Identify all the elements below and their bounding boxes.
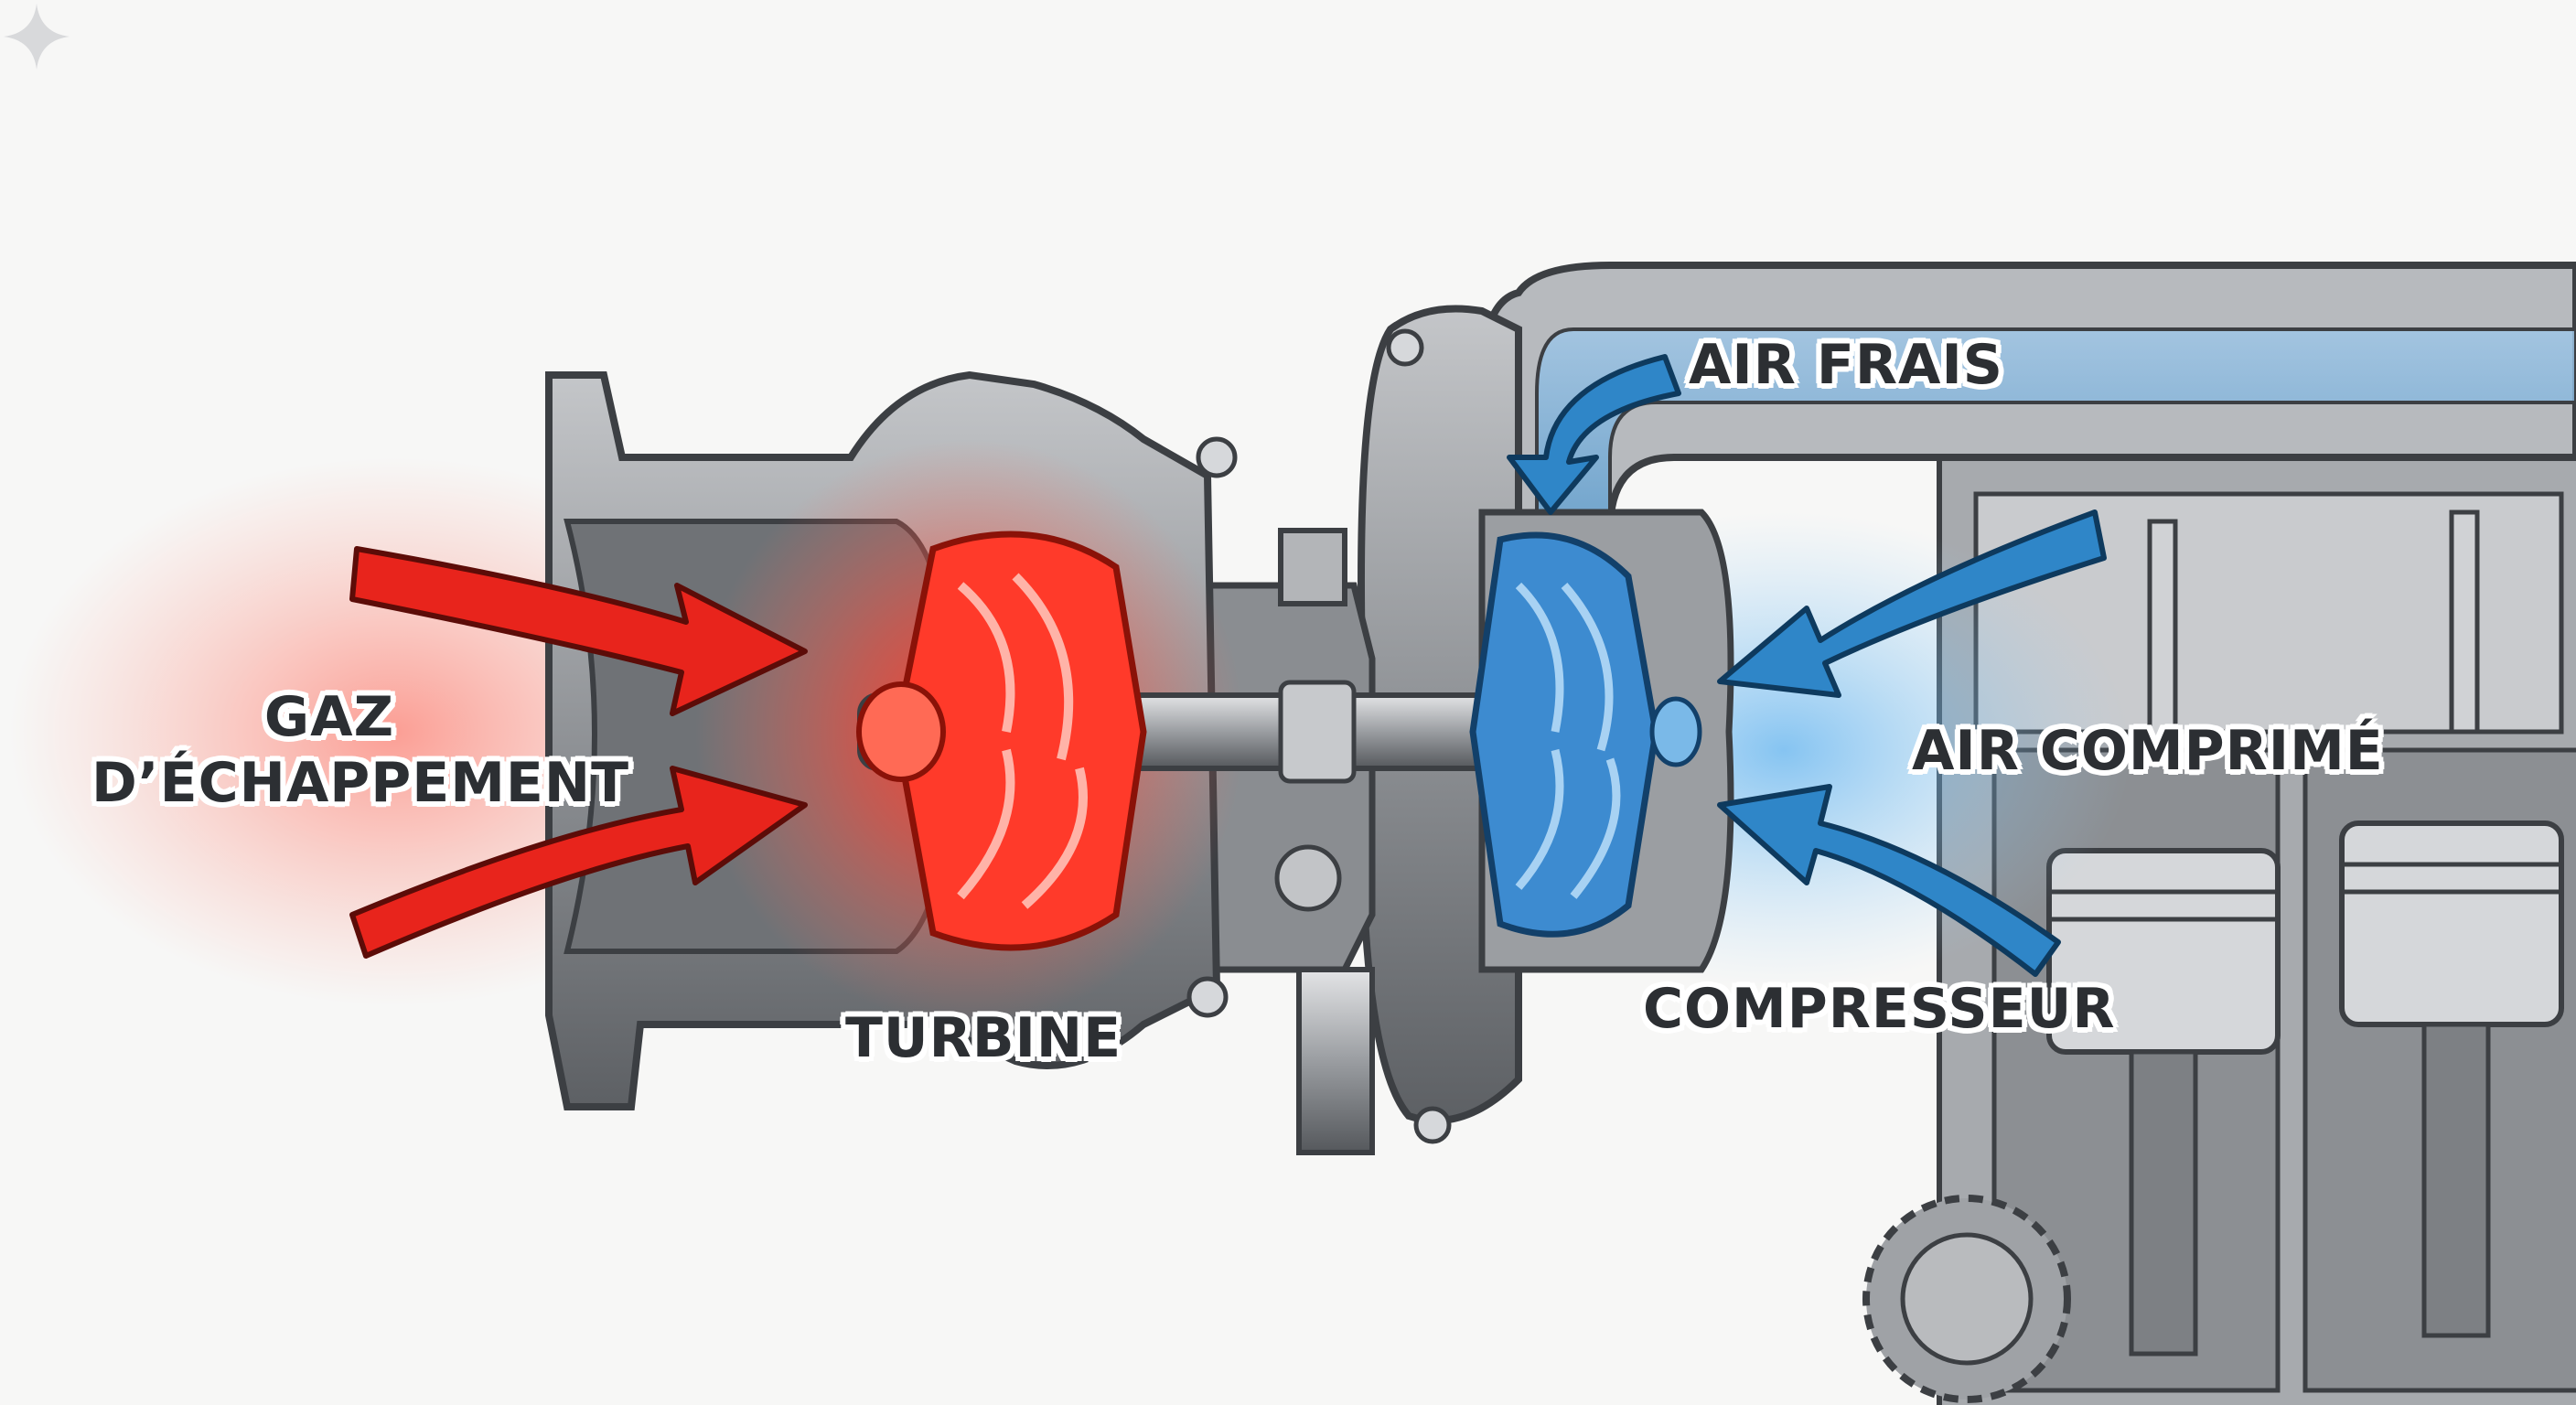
label-air-frais: AIR FRAIS xyxy=(1689,333,2004,397)
air-frais-arrow xyxy=(1507,354,1681,515)
compressor-wheel xyxy=(1469,531,1702,938)
intake-arrows xyxy=(1507,354,2107,977)
label-gaz-echappement: GAZ D’ÉCHAPPEMENT xyxy=(91,684,630,816)
exhaust-arrows xyxy=(349,546,808,959)
piston-right xyxy=(2339,820,2564,1338)
air-comprime-arrow-upper xyxy=(1717,509,2107,698)
turbine-wheel xyxy=(856,531,1147,951)
label-compresseur: COMPRESSEUR xyxy=(1643,977,2116,1041)
exhaust-arrow-upper xyxy=(349,546,808,716)
label-turbine: TURBINE xyxy=(845,1006,1122,1070)
label-gaz-line1: GAZ xyxy=(263,685,395,749)
piston-left xyxy=(2046,848,2281,1357)
label-air-comprime: AIR COMPRIMÉ xyxy=(1912,719,2384,783)
air-comprime-arrow-lower xyxy=(1717,784,2061,977)
label-gaz-line2: D’ÉCHAPPEMENT xyxy=(91,751,630,815)
sparkle-icon xyxy=(4,4,70,70)
exhaust-arrow-lower xyxy=(349,766,808,959)
